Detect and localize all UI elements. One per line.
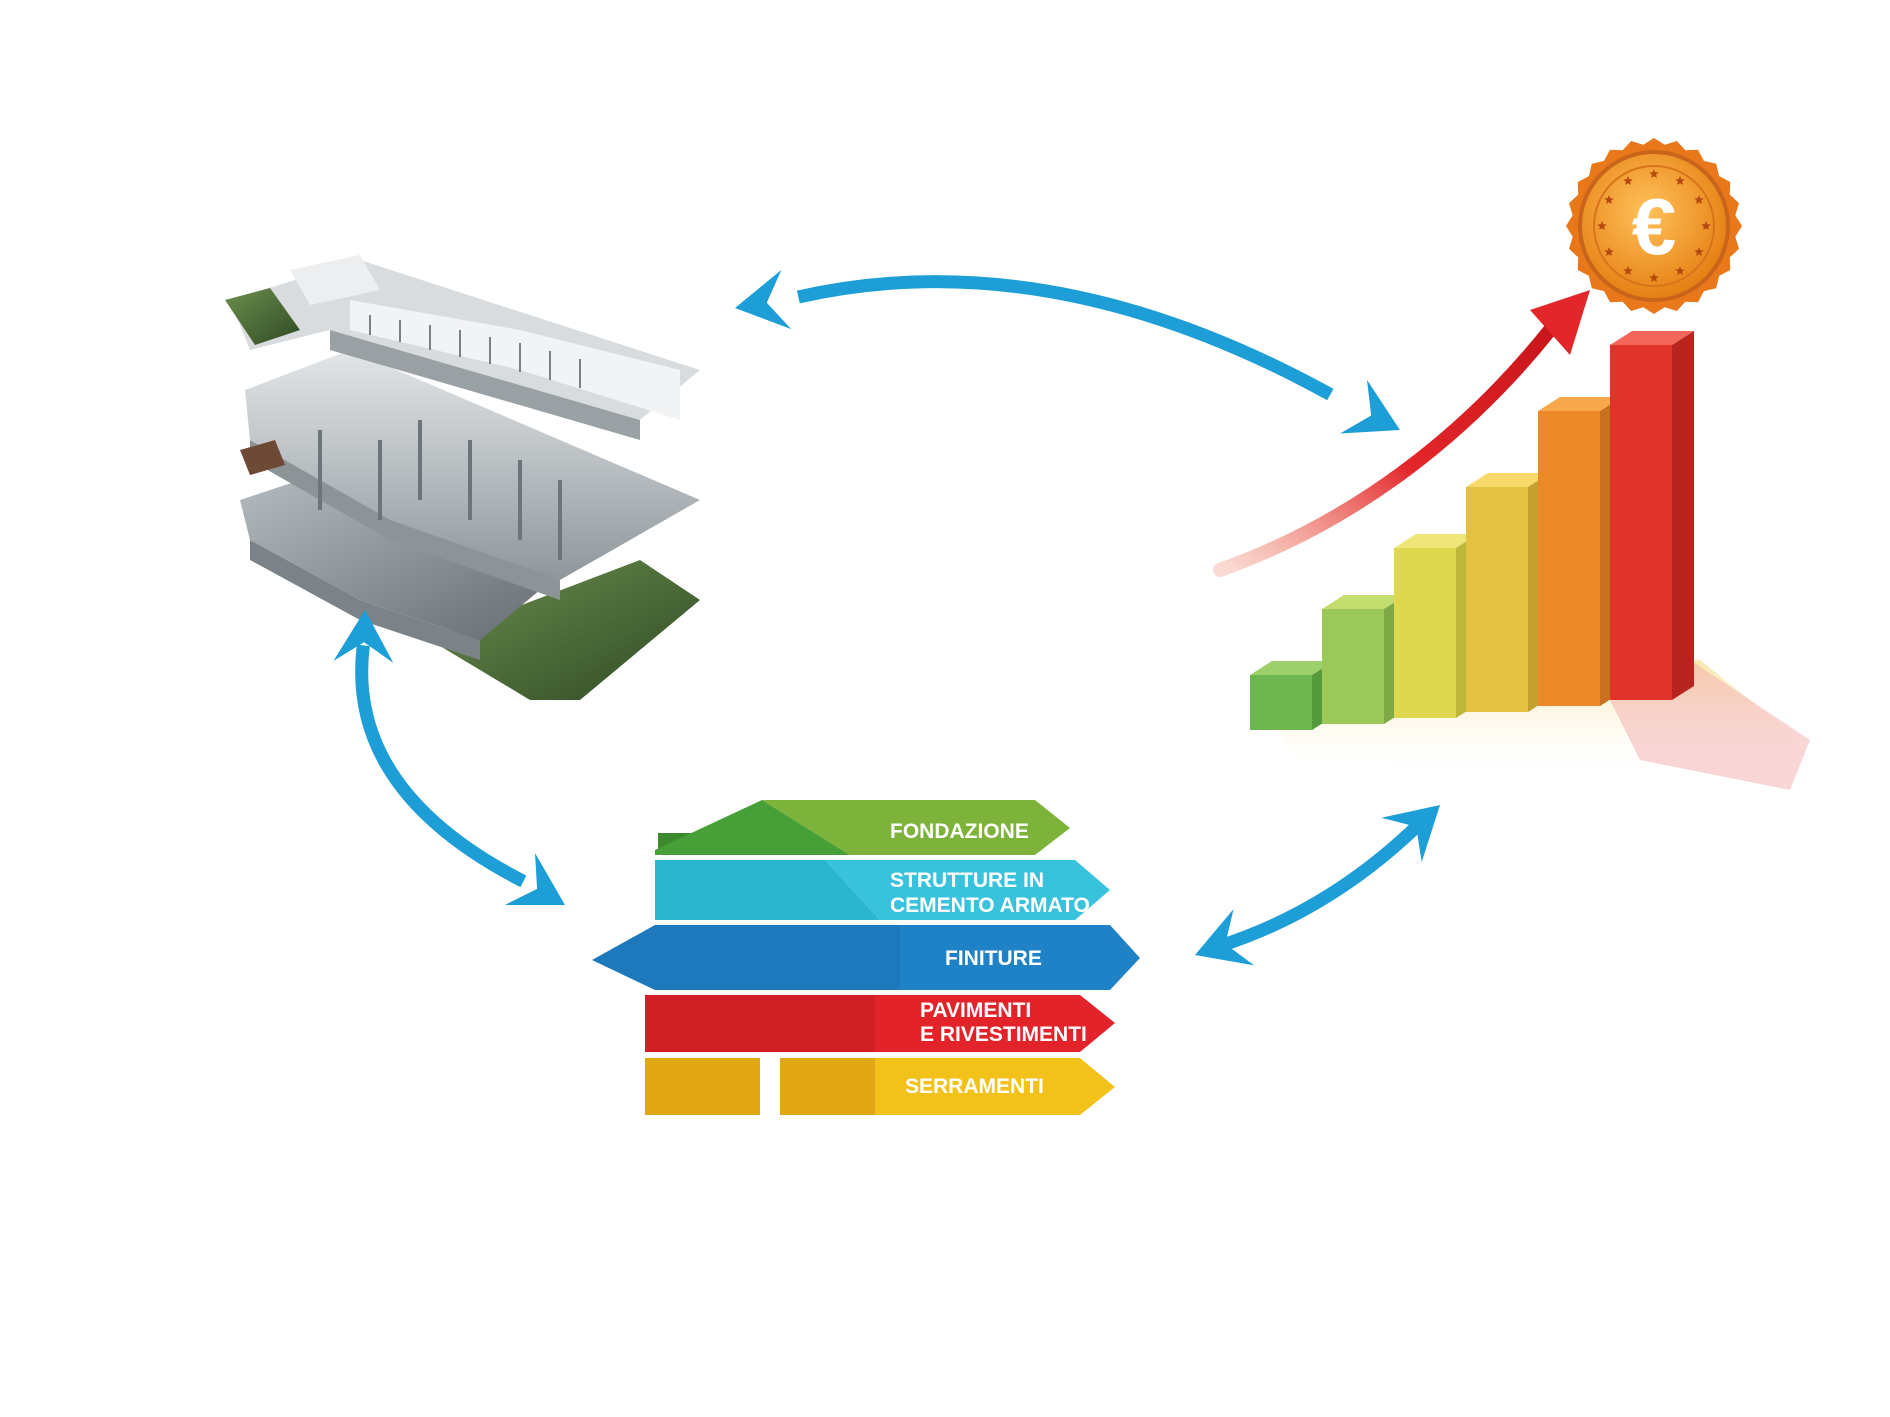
layer-finiture (592, 925, 900, 990)
coin-star-icon (1649, 273, 1659, 282)
connector-arrows (333, 269, 1440, 966)
chart-bar (1394, 534, 1478, 718)
layer-serramenti-left (645, 1058, 760, 1115)
coin-star-icon (1675, 266, 1685, 276)
euro-symbol: € (1632, 182, 1677, 271)
coin-star-icon (1649, 169, 1659, 178)
coin-star-icon (1604, 247, 1614, 256)
chart-bar (1466, 473, 1550, 712)
layer-serramenti-right (780, 1058, 875, 1115)
coin-star-icon (1604, 195, 1614, 204)
growth-arrow-icon (1213, 323, 1557, 577)
coin-star-icon (1694, 195, 1704, 204)
chart-bar (1322, 595, 1406, 724)
layer-strutture (655, 860, 880, 920)
layer-fondazione-label: FONDAZIONE (890, 820, 1029, 843)
chart-bar (1538, 397, 1622, 706)
arrow-building-costs (735, 269, 1400, 434)
layer-strutture-label: STRUTTURE IN (890, 869, 1044, 892)
layer-serramenti-label: SERRAMENTI (905, 1075, 1044, 1098)
chart-bar (1250, 661, 1334, 730)
building-middle-level (245, 350, 700, 580)
coin-star-icon (1675, 176, 1685, 185)
arrow-layers-costs (1195, 805, 1440, 966)
chart-bars (1250, 331, 1694, 730)
layer-pavimenti-label-2: E RIVESTIMENTI (920, 1023, 1087, 1046)
layer-pavimenti (645, 995, 875, 1052)
layer-strutture-label-2: CEMENTO ARMATO (890, 894, 1090, 917)
chart-bar (1610, 331, 1694, 700)
coin-star-icon (1597, 221, 1607, 230)
layer-pavimenti-label: PAVIMENTI (920, 999, 1031, 1022)
coin-star-icon (1623, 176, 1633, 185)
layer-fondazione (655, 800, 850, 855)
house-layers-icon: FONDAZIONE STRUTTURE IN CEMENTO ARMATO F… (592, 800, 1140, 1115)
bar-chart-euro-coin-icon: € (1213, 138, 1810, 790)
building-grass-base (430, 560, 700, 700)
coin-star-icon (1701, 221, 1711, 230)
euro-coin-icon: € (1566, 138, 1742, 314)
exploded-building-model-icon (225, 255, 700, 700)
layer-finiture-label: FINITURE (945, 947, 1042, 970)
coin-star-icon (1623, 266, 1633, 276)
arrow-building-layers (333, 610, 565, 905)
coin-star-icon (1694, 247, 1704, 256)
